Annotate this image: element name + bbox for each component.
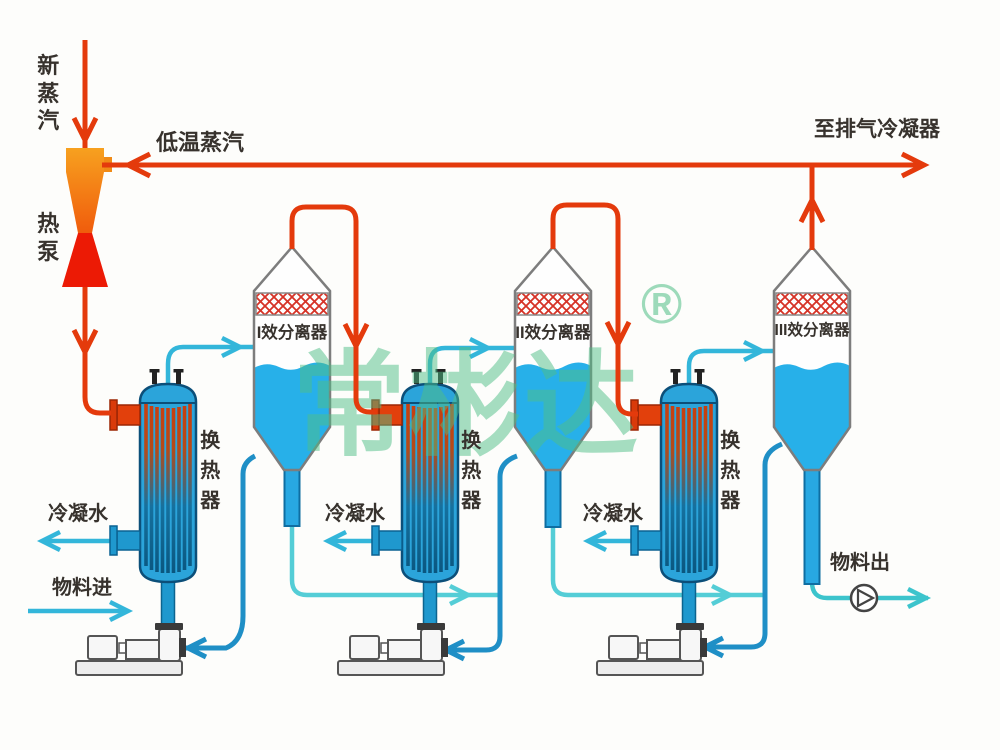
feed-line-1 <box>165 344 254 386</box>
arrow-riser-up <box>798 194 826 224</box>
product-pump-icon <box>849 583 879 613</box>
condensate-label-1: 冷凝水 <box>48 503 108 525</box>
material-in-label: 物料进 <box>52 577 112 599</box>
to-exhaust-condenser-label: 至排气冷凝器 <box>814 118 940 141</box>
arrow-feed-2 <box>468 336 494 360</box>
heat-pump-ejector <box>62 148 112 287</box>
arrow-vapor-1 <box>342 322 370 352</box>
arrow-transfer-1 <box>448 583 474 607</box>
separator-2-label: II效分离器 <box>515 324 591 342</box>
liquid-piping <box>28 335 932 662</box>
arrow-feed-3 <box>742 339 768 363</box>
condensate-label-2: 冷凝水 <box>325 503 385 525</box>
arrow-vapor-2 <box>604 320 632 350</box>
heat-pump-outlet-line <box>82 287 111 416</box>
arrow-suction-1 <box>182 636 208 660</box>
heat-pump-label: 热泵 <box>37 211 60 264</box>
suction-line-3 <box>703 441 784 650</box>
arrow-condensate-2 <box>322 529 348 553</box>
transfer-line-2 <box>550 526 765 598</box>
transfer-line-1 <box>289 524 500 598</box>
separator-2-vapor-line <box>550 202 638 417</box>
arrow-material-in <box>108 599 134 623</box>
separator-1-vapor-line <box>289 204 377 415</box>
feed-line-3 <box>686 348 774 386</box>
arrow-material-out <box>906 586 932 610</box>
arrow-new-steam <box>71 116 99 146</box>
suction-line-1 <box>186 453 257 651</box>
arrow-condensate-1 <box>36 529 62 553</box>
arrow-condensate-3 <box>582 529 608 553</box>
heat-exchanger-3-label: 换热器 <box>720 430 741 512</box>
separator-3-label: III效分离器 <box>774 322 850 339</box>
watermark-text: 常彬达 <box>292 343 641 470</box>
new-steam-label: 新蒸汽 <box>37 53 60 133</box>
arrow-low-temp-steam-left <box>122 151 152 179</box>
heat-exchanger-1-label: 换热器 <box>200 430 221 512</box>
arrow-transfer-2 <box>710 583 736 607</box>
low-temp-steam-label: 低温蒸汽 <box>156 130 245 155</box>
arrow-feed-1 <box>220 335 246 359</box>
suction-line-2 <box>444 453 518 653</box>
material-out-line <box>809 581 928 601</box>
material-out-label: 物料出 <box>830 552 890 574</box>
watermark-registered-mark: ® <box>641 272 683 335</box>
heat-exchanger-2-label: 换热器 <box>461 430 482 512</box>
condensate-label-3: 冷凝水 <box>583 503 643 525</box>
separator-1-label: I效分离器 <box>256 324 328 342</box>
arrow-exhaust-right <box>900 151 930 179</box>
feed-line-2 <box>427 345 515 386</box>
arrow-heat-pump-outlet <box>71 328 99 358</box>
